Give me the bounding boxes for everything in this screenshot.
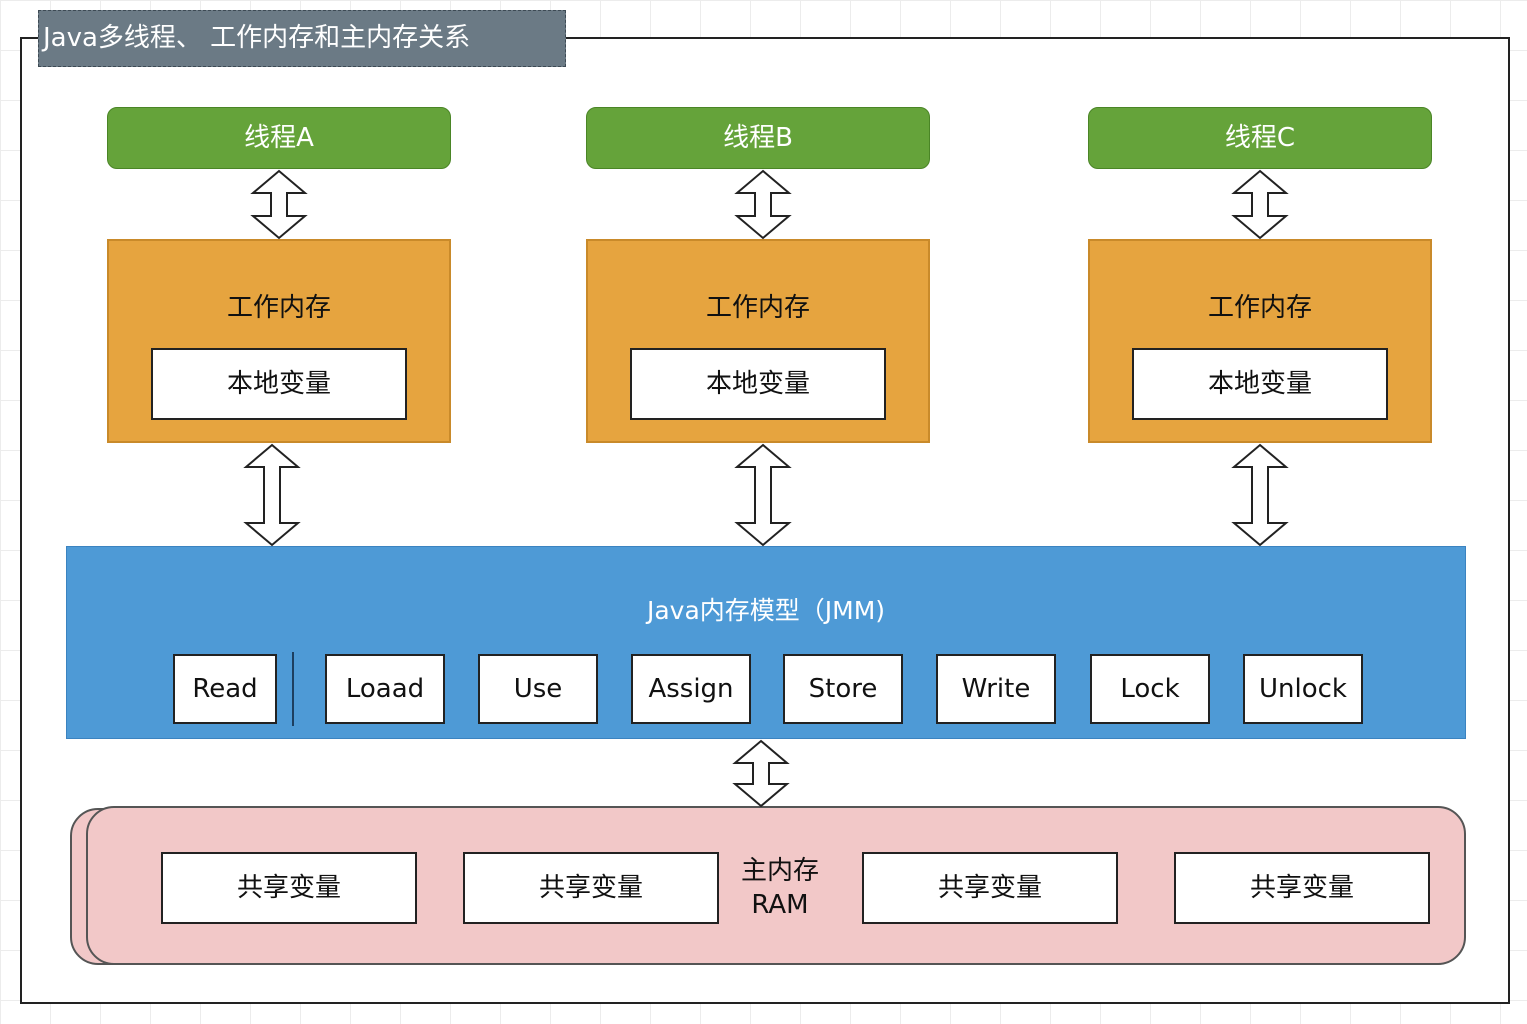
work-memory-title: 工作内存 [226, 293, 331, 323]
arrow-thread-c-work [1231, 169, 1289, 240]
op-load: Loaad [325, 654, 445, 724]
thread-a-box: 线程A [107, 107, 451, 169]
shared-variable-box: 共享变量 [463, 852, 719, 924]
arrow-thread-a-work [250, 169, 308, 240]
shared-variable-box: 共享变量 [161, 852, 417, 924]
local-variable-box: 本地变量 [630, 348, 886, 420]
work-memory-title: 工作内存 [1207, 293, 1312, 323]
jmm-title: Java内存模型（JMM) [646, 596, 886, 625]
main-memory-label: 主内存 RAM [720, 854, 840, 922]
op-use: Use [478, 654, 598, 724]
main-memory-label-cn: 主内存 [740, 856, 819, 886]
op-divider [292, 652, 294, 726]
op-lock: Lock [1090, 654, 1210, 724]
thread-b-box: 线程B [586, 107, 930, 169]
thread-c-box: 线程C [1088, 107, 1432, 169]
arrow-work-c-jmm [1231, 443, 1289, 547]
op-unlock: Unlock [1243, 654, 1363, 724]
op-store: Store [783, 654, 903, 724]
diagram-title: Java多线程、 工作内存和主内存关系 [38, 10, 566, 67]
main-memory-block: 共享变量 共享变量 主内存 RAM 共享变量 共享变量 [86, 806, 1466, 965]
work-memory-title: 工作内存 [705, 293, 810, 323]
local-variable-box: 本地变量 [151, 348, 407, 420]
shared-variable-box: 共享变量 [1174, 852, 1430, 924]
op-read: Read [173, 654, 277, 724]
arrow-thread-b-work [734, 169, 792, 240]
arrow-jmm-main-memory [732, 739, 790, 808]
work-memory-c: 工作内存 本地变量 [1088, 239, 1432, 443]
arrow-work-a-jmm [243, 443, 301, 547]
work-memory-b: 工作内存 本地变量 [586, 239, 930, 443]
op-assign: Assign [631, 654, 751, 724]
work-memory-a: 工作内存 本地变量 [107, 239, 451, 443]
shared-variable-box: 共享变量 [862, 852, 1118, 924]
arrow-work-b-jmm [734, 443, 792, 547]
arrow-layer [243, 169, 1289, 808]
main-memory-label-ram: RAM [751, 890, 809, 920]
jmm-block: Java内存模型（JMM) Read Loaad Use Assign Stor… [66, 546, 1466, 739]
op-write: Write [936, 654, 1056, 724]
local-variable-box: 本地变量 [1132, 348, 1388, 420]
